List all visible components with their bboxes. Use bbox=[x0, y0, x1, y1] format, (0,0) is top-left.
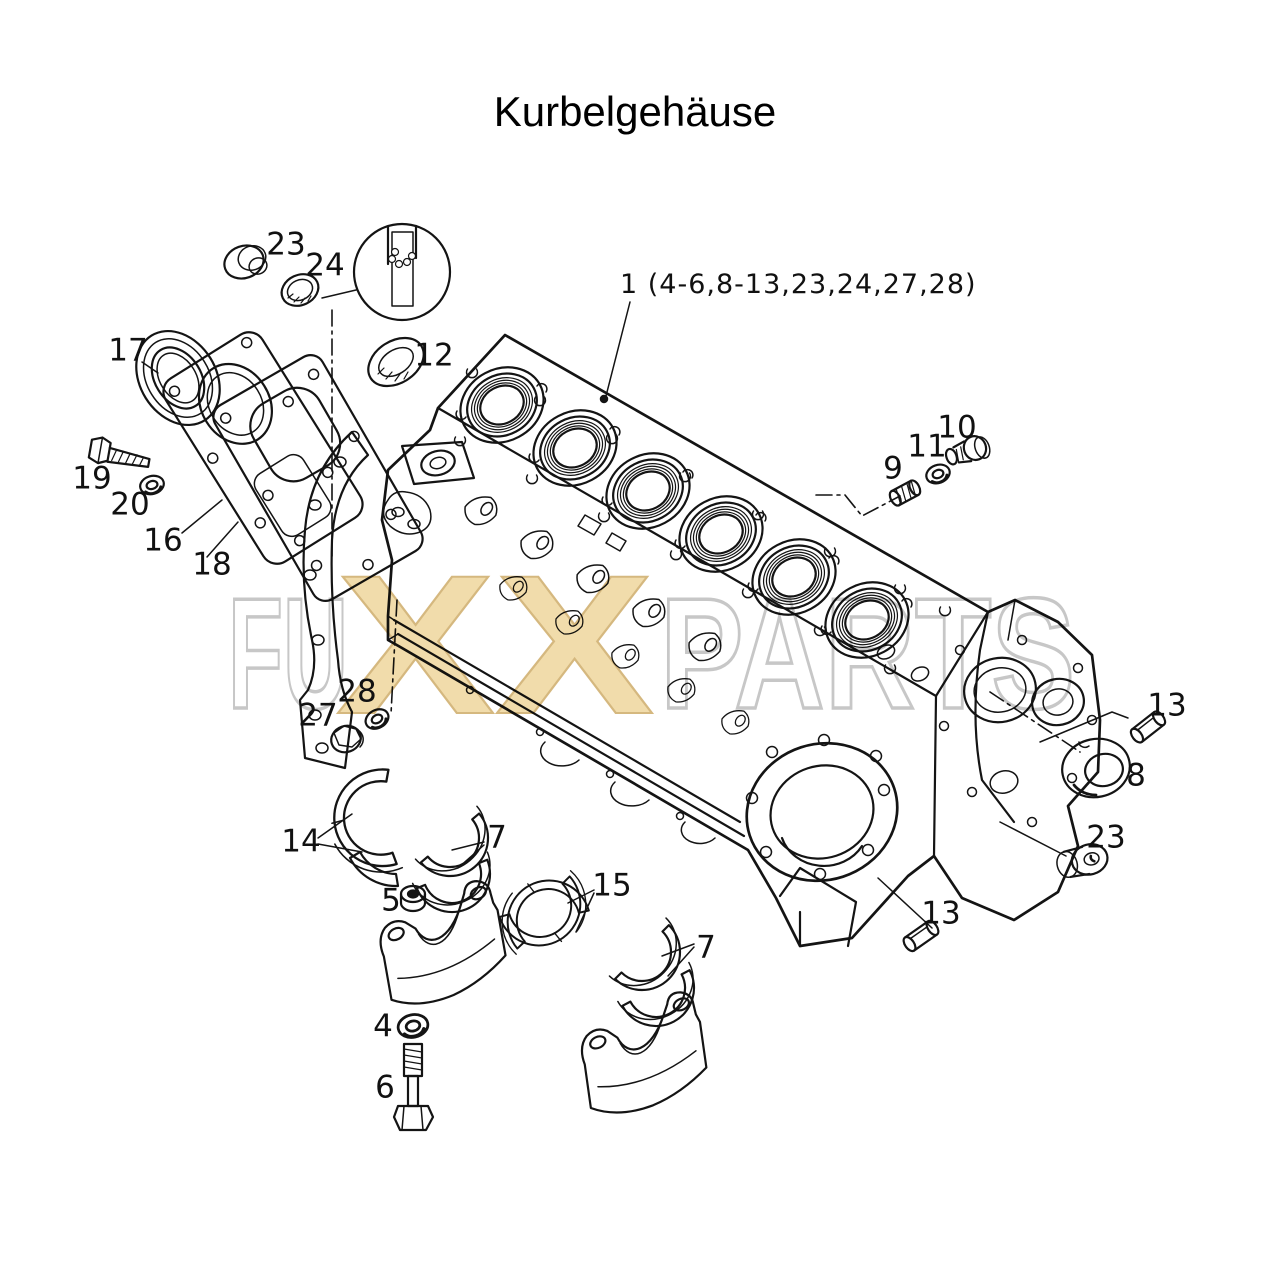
watermark-prefix: FU bbox=[228, 566, 348, 742]
thrust-rings-14 bbox=[326, 767, 404, 888]
detail-inset-circle bbox=[352, 222, 452, 322]
watermark-emphasis: XX bbox=[336, 534, 654, 755]
label-19: 19 bbox=[72, 461, 111, 497]
nut-5 bbox=[399, 884, 427, 913]
seal-ring-24 bbox=[280, 273, 320, 307]
label-10: 10 bbox=[937, 410, 976, 446]
front-bracket-arm bbox=[298, 430, 370, 770]
plug-27 bbox=[330, 724, 364, 754]
bolt-19 bbox=[87, 436, 151, 468]
label-13b: 13 bbox=[921, 896, 960, 932]
label-13: 13 bbox=[1147, 688, 1186, 724]
label-28: 28 bbox=[337, 674, 376, 710]
plug-23b bbox=[1056, 843, 1109, 879]
label-7: 7 bbox=[487, 820, 507, 856]
label-15: 15 bbox=[592, 868, 631, 904]
callout-1: 1 (4-6,8-13,23,24,27,28) bbox=[620, 269, 977, 300]
label-17: 17 bbox=[108, 333, 147, 369]
label-5: 5 bbox=[381, 883, 401, 919]
label-18: 18 bbox=[192, 547, 231, 583]
cover-plate-16 bbox=[162, 331, 364, 565]
label-7b: 7 bbox=[696, 930, 716, 966]
label-4: 4 bbox=[373, 1009, 393, 1045]
label-16: 16 bbox=[143, 523, 182, 559]
leader-lines bbox=[141, 289, 1129, 977]
crankcase-block bbox=[380, 333, 1102, 948]
bearing-cap-rear bbox=[574, 988, 713, 1119]
watermark-suffix: PARTS bbox=[660, 566, 1075, 742]
label-23: 23 bbox=[266, 227, 305, 263]
oring-12 bbox=[367, 336, 425, 388]
label-12: 12 bbox=[414, 338, 453, 374]
label-11: 11 bbox=[907, 429, 946, 465]
seal-ring-17 bbox=[135, 329, 221, 427]
label-9: 9 bbox=[883, 451, 903, 487]
watermark: FU XX PARTS bbox=[226, 533, 1077, 756]
label-27: 27 bbox=[298, 698, 337, 734]
label-20: 20 bbox=[110, 487, 149, 523]
cup-plug-23 bbox=[223, 244, 268, 280]
label-8: 8 bbox=[1126, 758, 1146, 794]
bolt-6 bbox=[392, 1042, 435, 1132]
label-6: 6 bbox=[375, 1070, 395, 1106]
label-14: 14 bbox=[281, 824, 320, 860]
washer-11 bbox=[922, 460, 954, 488]
washer-4 bbox=[394, 1010, 432, 1042]
bolt-10 bbox=[944, 435, 991, 466]
label-23b: 23 bbox=[1086, 820, 1125, 856]
bearing-shells-7b bbox=[607, 916, 712, 1042]
label-24: 24 bbox=[305, 248, 344, 284]
page-title: Kurbelgehäuse bbox=[494, 88, 777, 135]
bushing-8 bbox=[1061, 737, 1131, 799]
